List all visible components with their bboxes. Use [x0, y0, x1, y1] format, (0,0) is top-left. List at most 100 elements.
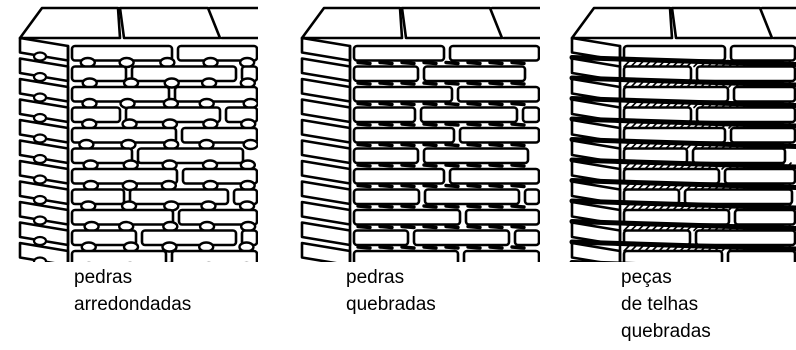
front-brick	[523, 188, 540, 206]
tile-layer	[569, 219, 796, 231]
stone-chip	[488, 81, 504, 86]
stone-chip	[444, 60, 460, 66]
stone-chip	[400, 245, 416, 250]
side-brick	[300, 57, 352, 83]
stone-chip	[466, 224, 482, 230]
tile-layer	[569, 116, 796, 129]
stone-chip	[444, 183, 460, 189]
stone-chip	[356, 204, 372, 209]
front-brick	[422, 65, 527, 83]
top-brick	[670, 6, 774, 40]
pebble	[32, 71, 48, 83]
caption-line: quebradas	[346, 294, 436, 315]
caption-line: pedras	[346, 267, 405, 288]
tile-hatch	[686, 141, 694, 150]
stone-chip	[422, 122, 438, 127]
side-brick	[300, 98, 352, 124]
caption-line: quebradas	[621, 321, 711, 342]
tile-hatch	[623, 100, 631, 109]
front-brick	[170, 249, 258, 262]
stone-chip	[444, 245, 460, 250]
stone-chip	[422, 81, 438, 86]
stone-chip	[444, 224, 460, 230]
front-brick	[412, 229, 511, 247]
broken-stones-wall-drawing	[300, 6, 540, 262]
front-brick	[521, 106, 540, 124]
stone-chip	[378, 81, 394, 86]
stone-chip	[378, 204, 394, 209]
stone-chip	[444, 122, 460, 127]
front-brick	[136, 147, 245, 165]
pebble	[242, 138, 258, 151]
stone-chip	[444, 204, 460, 209]
stone-chip	[510, 60, 526, 66]
stone-chip	[378, 142, 394, 148]
pebble	[32, 174, 48, 185]
stone-chip	[400, 163, 416, 168]
stone-chip	[378, 122, 394, 127]
stone-chip	[422, 245, 438, 250]
stone-chip	[488, 122, 504, 127]
side-brick	[300, 36, 352, 62]
stone-chip	[444, 101, 460, 107]
top-brick	[18, 6, 122, 40]
stone-chip	[422, 183, 438, 189]
broken-stones-caption: pedras quebradas	[346, 264, 436, 318]
stone-chip	[422, 224, 438, 230]
rounded-stones-caption: pedras arredondadas	[74, 264, 191, 318]
tile-hatch	[623, 121, 631, 129]
front-brick	[352, 167, 446, 185]
pebble	[118, 56, 135, 69]
front-brick	[70, 106, 122, 124]
stone-chip	[466, 60, 482, 66]
stone-chip	[378, 163, 394, 168]
stone-chip	[466, 142, 482, 148]
stone-chip	[510, 245, 526, 250]
tile-hatch	[693, 223, 701, 232]
front-brick	[180, 126, 258, 144]
front-brick	[70, 249, 168, 262]
tile-layer	[569, 137, 796, 149]
tile-layer	[569, 96, 796, 108]
front-brick	[70, 147, 134, 165]
front-brick	[352, 126, 456, 144]
tile-hatch	[728, 80, 736, 88]
tile-hatch	[721, 162, 729, 170]
caption-line: arredondadas	[74, 294, 192, 315]
stone-chip	[356, 245, 372, 250]
stone-chip	[510, 183, 526, 189]
side-brick	[18, 241, 70, 262]
stone-chip	[400, 60, 416, 66]
tile-hatch	[721, 244, 729, 252]
front-brick	[352, 44, 446, 62]
stone-chip	[378, 60, 394, 66]
stone-chip	[400, 142, 416, 148]
front-brick	[458, 126, 540, 144]
stone-chip	[422, 142, 438, 148]
stone-chip	[356, 101, 372, 107]
tile-hatch	[623, 162, 631, 170]
top-brick	[300, 6, 404, 40]
stone-chip	[466, 81, 482, 86]
tile-hatch	[623, 203, 631, 211]
tile-hatch	[693, 59, 701, 68]
top-brick	[118, 6, 222, 40]
side-brick	[300, 180, 352, 206]
front-brick	[729, 126, 796, 144]
side-brick	[300, 118, 352, 144]
front-brick	[352, 249, 460, 262]
wall-group	[569, 6, 796, 262]
stone-chip	[356, 122, 372, 127]
stone-chip	[488, 245, 504, 250]
stone-chip	[444, 142, 460, 148]
stone-chip	[400, 101, 416, 107]
stone-chip	[488, 204, 504, 209]
tile-hatch	[728, 121, 736, 129]
stone-chip	[356, 81, 372, 86]
stone-chip	[444, 163, 460, 168]
tile-hatch	[623, 244, 631, 252]
tile-hatch	[623, 141, 631, 150]
front-brick	[513, 229, 540, 247]
tile-layer	[569, 157, 796, 170]
front-brick	[729, 44, 796, 62]
